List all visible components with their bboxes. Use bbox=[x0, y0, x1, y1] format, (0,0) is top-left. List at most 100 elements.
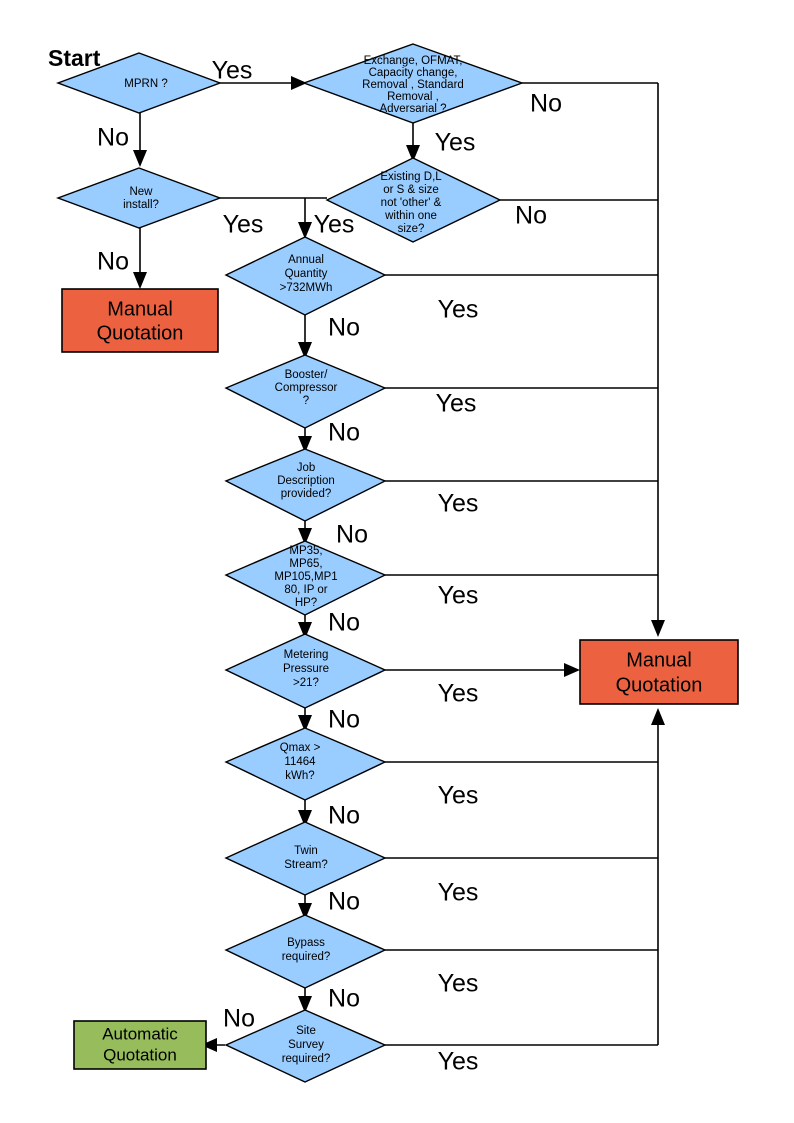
decision-mp-classes-label-3: MP105,MP1 bbox=[274, 571, 337, 583]
decision-twin-stream-label-2: Stream? bbox=[284, 859, 327, 871]
connector-layer bbox=[133, 76, 665, 1052]
terminal-manual-left-shape bbox=[61, 288, 219, 353]
label-bypass-yes: Yes bbox=[438, 970, 479, 998]
branch-label-layer: Yes No No Yes Yes No Yes No Yes No Yes N… bbox=[97, 57, 562, 1076]
label-site-survey-yes: Yes bbox=[438, 1048, 479, 1076]
decision-booster-label-1: Booster/ bbox=[285, 369, 329, 381]
label-site-survey-no: No bbox=[223, 1005, 255, 1033]
arrowhead-into-annual-quantity bbox=[298, 222, 312, 239]
decision-mp-classes[interactable]: MP35, MP65, MP105,MP1 80, IP or HP? bbox=[224, 540, 387, 616]
decision-existing-label-1: Existing D,L bbox=[380, 171, 442, 183]
decision-metering-pressure-shape bbox=[224, 633, 387, 709]
terminal-manual-quotation-right[interactable]: Manual Quotation bbox=[579, 639, 739, 705]
terminal-manual-quotation-left[interactable]: Manual Quotation bbox=[61, 288, 219, 353]
decision-job-description-label-1: Job bbox=[297, 462, 316, 474]
decision-annual-quantity-label-3: >732MWh bbox=[280, 282, 333, 294]
label-job-description-yes: Yes bbox=[438, 490, 479, 518]
decision-twin-stream-label-1: Twin bbox=[294, 845, 318, 857]
label-job-description-no: No bbox=[336, 521, 368, 549]
label-qmax-yes: Yes bbox=[438, 782, 479, 810]
decision-qmax-shape bbox=[224, 727, 387, 801]
decision-annual-quantity[interactable]: Annual Quantity >732MWh bbox=[224, 236, 387, 316]
arrowhead-twin-stream-no bbox=[298, 903, 312, 920]
label-booster-no: No bbox=[328, 419, 360, 447]
terminal-manual-right-shape bbox=[579, 639, 739, 705]
decision-site-survey-label-3: required? bbox=[282, 1053, 331, 1065]
decision-exchange-shape bbox=[301, 43, 525, 124]
decision-existing-label-5: size? bbox=[398, 223, 425, 235]
arrowhead-job-description-no bbox=[298, 528, 312, 545]
arrowhead-mprn-no bbox=[133, 150, 147, 167]
arrowhead-metering-pressure-no bbox=[298, 715, 312, 732]
decision-mprn[interactable]: MPRN ? bbox=[55, 52, 223, 114]
label-twin-stream-yes: Yes bbox=[438, 879, 479, 907]
decision-bypass-shape bbox=[224, 914, 387, 989]
decision-exchange[interactable]: Exchange, OFMAT, Capacity change, Remova… bbox=[301, 43, 525, 124]
label-mprn-yes: Yes bbox=[212, 57, 253, 85]
decision-metering-pressure-label-1: Metering bbox=[284, 649, 329, 661]
label-metering-pressure-yes: Yes bbox=[438, 680, 479, 708]
decision-booster-label-2: Compressor bbox=[275, 382, 338, 394]
arrowhead-qmax-no bbox=[298, 810, 312, 827]
decision-annual-quantity-label-1: Annual bbox=[288, 254, 324, 266]
arrowhead-booster-no bbox=[298, 436, 312, 453]
decision-existing-label-4: within one bbox=[384, 210, 437, 222]
decision-qmax[interactable]: Qmax > 11464 kWh? bbox=[224, 727, 387, 801]
decision-job-description[interactable]: Job Description provided? bbox=[224, 448, 387, 522]
decision-existing-label-3: not 'other' & bbox=[381, 197, 442, 209]
decision-exchange-label-4: Removal , bbox=[387, 91, 439, 103]
label-new-install-yes: Yes bbox=[223, 211, 264, 239]
terminal-automatic-quotation[interactable]: Automatic Quotation bbox=[73, 1020, 207, 1070]
decision-site-survey-shape bbox=[224, 1009, 387, 1083]
decision-job-description-label-3: provided? bbox=[281, 488, 332, 500]
decision-new-install[interactable]: New install? bbox=[55, 167, 223, 229]
decision-new-install-label-2: install? bbox=[123, 199, 159, 211]
decision-bypass[interactable]: Bypass required? bbox=[224, 914, 387, 989]
decision-existing-shape bbox=[325, 157, 502, 243]
label-booster-yes: Yes bbox=[436, 390, 477, 418]
terminal-automatic-label-2: Quotation bbox=[103, 1045, 177, 1064]
label-new-install-no: No bbox=[97, 248, 129, 276]
label-existing-yes: Yes bbox=[314, 211, 355, 239]
decision-existing[interactable]: Existing D,L or S & size not 'other' & w… bbox=[325, 157, 502, 243]
decision-twin-stream[interactable]: Twin Stream? bbox=[224, 821, 387, 896]
decision-booster[interactable]: Booster/ Compressor ? bbox=[224, 354, 387, 429]
label-annual-quantity-yes: Yes bbox=[438, 296, 479, 324]
decision-twin-stream-shape bbox=[224, 821, 387, 896]
start-label: Start bbox=[48, 45, 101, 71]
label-twin-stream-no: No bbox=[328, 888, 360, 916]
arrowhead-annual-quantity-no bbox=[298, 342, 312, 359]
decision-qmax-label-3: kWh? bbox=[285, 770, 314, 782]
arrowhead-site-survey-no bbox=[201, 1038, 217, 1052]
label-annual-quantity-no: No bbox=[328, 314, 360, 342]
decision-annual-quantity-shape bbox=[224, 236, 387, 316]
decision-new-install-label-1: New bbox=[129, 186, 153, 198]
decision-qmax-label-1: Qmax > bbox=[280, 742, 321, 754]
label-qmax-no: No bbox=[328, 802, 360, 830]
arrowhead-mprn-yes bbox=[291, 76, 307, 90]
decision-mp-classes-label-4: 80, IP or bbox=[284, 584, 327, 596]
decision-metering-pressure-label-3: >21? bbox=[293, 677, 319, 689]
decision-new-install-shape bbox=[55, 167, 223, 229]
label-existing-no: No bbox=[515, 202, 547, 230]
decision-booster-label-3: ? bbox=[303, 395, 309, 407]
decision-site-survey[interactable]: Site Survey required? bbox=[224, 1009, 387, 1083]
arrowhead-metering-pressure-yes bbox=[564, 663, 580, 677]
label-mp-classes-yes: Yes bbox=[438, 582, 479, 610]
decision-annual-quantity-label-2: Quantity bbox=[285, 268, 328, 280]
decision-mp-classes-label-2: MP65, bbox=[289, 558, 322, 570]
arrowhead-new-install-no bbox=[133, 272, 147, 289]
arrowhead-mp-classes-no bbox=[298, 622, 312, 639]
label-exchange-yes: Yes bbox=[435, 129, 476, 157]
decision-exchange-label-5: Adversarial ? bbox=[379, 103, 446, 115]
terminal-manual-right-label-1: Manual bbox=[626, 649, 692, 671]
decision-booster-shape bbox=[224, 354, 387, 429]
label-mprn-no: No bbox=[97, 124, 129, 152]
terminal-manual-right-label-2: Quotation bbox=[616, 674, 703, 696]
decision-job-description-shape bbox=[224, 448, 387, 522]
decision-bypass-label-1: Bypass bbox=[287, 937, 325, 949]
arrowhead-bus-into-manual-right bbox=[651, 620, 665, 637]
decision-metering-pressure[interactable]: Metering Pressure >21? bbox=[224, 633, 387, 709]
decision-metering-pressure-label-2: Pressure bbox=[283, 663, 329, 675]
